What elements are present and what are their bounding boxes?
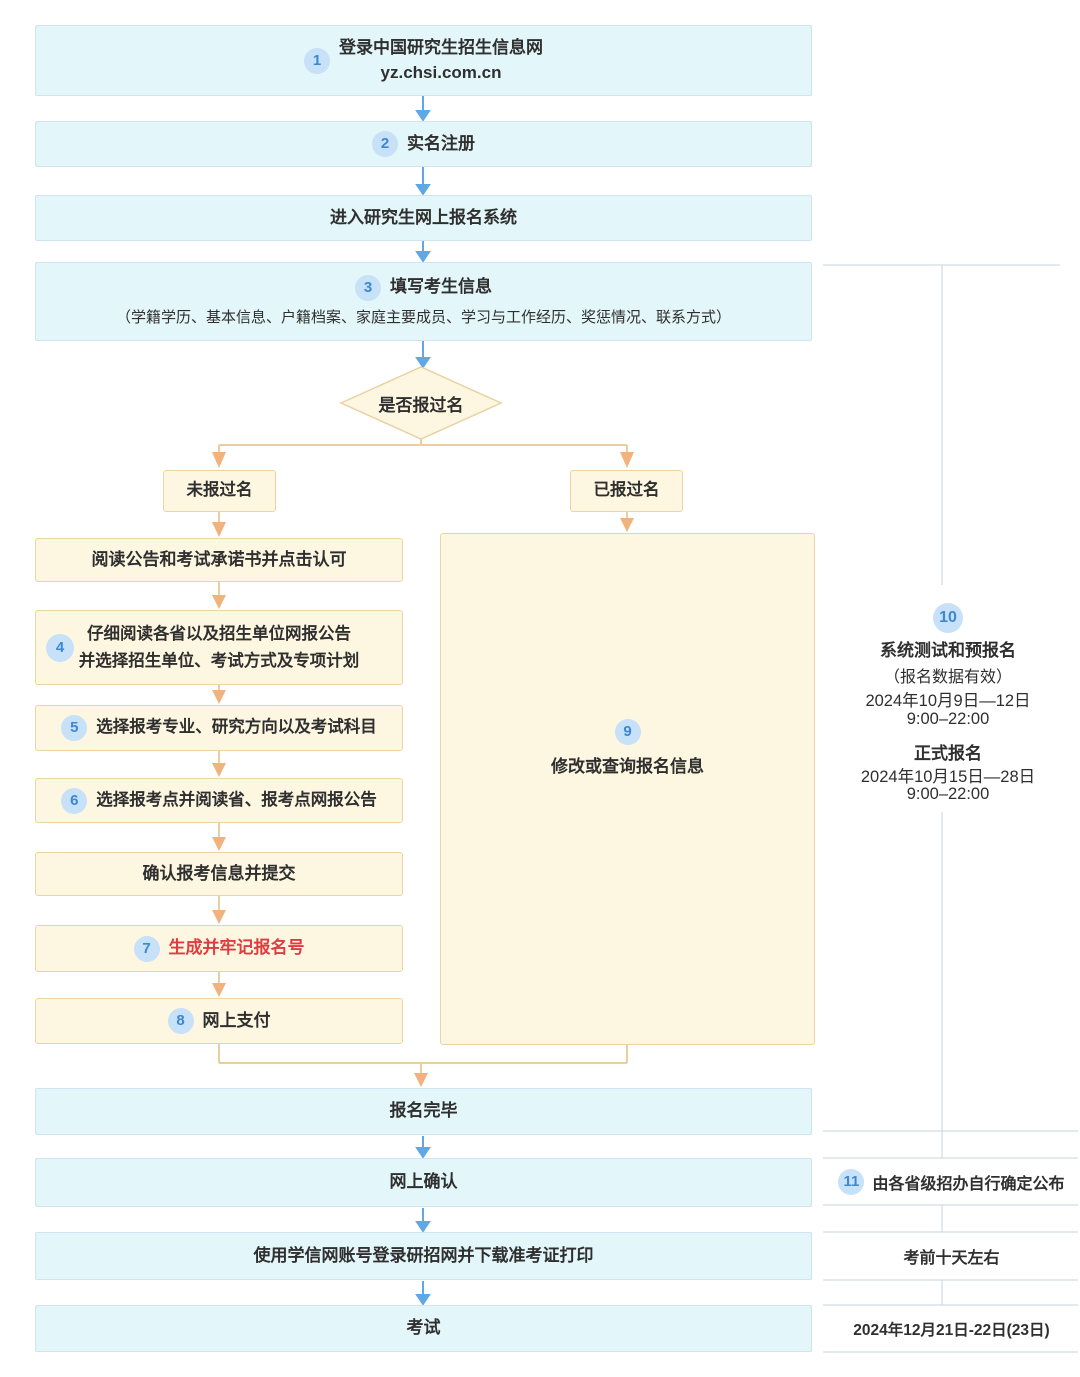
step4-line1: 仔细阅读各省以及招生单位网报公告 (87, 625, 351, 644)
step5-label: 选择报考专业、研究方向以及考试科目 (96, 718, 377, 737)
step8-number-badge: 8 (167, 1008, 194, 1034)
enter-system-label: 进入研究生网上报名系统 (330, 207, 517, 227)
step-download-ticket-label: 使用学信网账号登录研招网并下载准考证打印 (253, 1245, 594, 1265)
branch-registered-box: 已报过名 (570, 470, 683, 512)
step3-fill-info-box: 3 填写考生信息 （学籍学历、基本信息、户籍档案、家庭主要成员、学习与工作经历、… (35, 262, 812, 341)
step9-modify-query-box: 9 修改或查询报名信息 (440, 533, 815, 1045)
decision-diamond: 是否报过名 (341, 367, 501, 439)
step4-read-announcements-box: 4 仔细阅读各省以及招生单位网报公告 并选择招生单位、考试方式及专项计划 (35, 610, 403, 685)
sidebar-official-title: 正式报名 (914, 744, 982, 763)
step2-number-badge: 2 (372, 131, 398, 157)
step6-label: 选择报考点并阅读省、报考点网报公告 (96, 790, 377, 809)
sidebar-step11: 11 由各省级招办自行确定公布 (823, 1158, 1080, 1205)
step9-label: 修改或查询报名信息 (551, 756, 704, 776)
sidebar-test-title: 系统测试和预报名 (880, 641, 1016, 660)
step7-label: 生成并牢记报名号 (168, 938, 305, 958)
step-done-box: 报名完毕 (35, 1088, 812, 1135)
step8-pay-online-box: 8 网上支付 (35, 998, 403, 1044)
step-read-notice-box: 阅读公告和考试承诺书并点击认可 (35, 538, 403, 582)
step3-label: 填写考生信息 (390, 277, 492, 297)
step-enter-system-box: 进入研究生网上报名系统 (35, 195, 812, 241)
sidebar-test-date: 2024年10月9日—12日 (865, 692, 1031, 710)
step-online-confirm-box: 网上确认 (35, 1158, 812, 1207)
sidebar-test-time: 9:00–22:00 (906, 710, 990, 728)
step8-label: 网上支付 (202, 1010, 271, 1030)
step-confirm-submit-label: 确认报考信息并提交 (142, 863, 296, 883)
step-online-confirm-label: 网上确认 (389, 1172, 458, 1192)
step4-number-badge: 4 (46, 633, 74, 662)
step1-url: yz.chsi.com.cn (380, 62, 502, 82)
sidebar-exam-dates: 2024年12月21日-22日(23日) (853, 1321, 1050, 1339)
decision-label: 是否报过名 (378, 395, 464, 415)
branch-not-registered-label: 未报过名 (186, 481, 253, 500)
step1-line1: 登录中国研究生招生信息网 (339, 37, 543, 57)
step10-number-badge: 10 (933, 603, 963, 633)
branch-registered-label: 已报过名 (593, 481, 660, 500)
step5-number-badge: 5 (61, 715, 88, 741)
step4-line2: 并选择招生单位、考试方式及专项计划 (78, 651, 360, 670)
step-download-ticket-box: 使用学信网账号登录研招网并下载准考证打印 (35, 1232, 812, 1280)
step7-remember-number-box: 7 生成并牢记报名号 (35, 925, 403, 972)
step2-label: 实名注册 (407, 133, 475, 153)
sidebar-official-time: 9:00–22:00 (906, 785, 990, 803)
step9-number-badge: 9 (614, 718, 641, 745)
step2-register-box: 2 实名注册 (35, 121, 812, 167)
step-exam-box: 考试 (35, 1305, 812, 1352)
branch-not-registered-box: 未报过名 (163, 470, 276, 512)
step-confirm-submit-box: 确认报考信息并提交 (35, 852, 403, 896)
step1-login-box: 1 登录中国研究生招生信息网 yz.chsi.com.cn (35, 25, 812, 96)
step5-choose-major-box: 5 选择报考专业、研究方向以及考试科目 (35, 705, 403, 751)
step-done-label: 报名完毕 (389, 1101, 458, 1121)
step-read-notice-label: 阅读公告和考试承诺书并点击认可 (91, 549, 347, 569)
step6-number-badge: 6 (61, 787, 88, 814)
sidebar-ten-days-note: 考前十天左右 (903, 1250, 1000, 1267)
sidebar-test-note: （报名数据有效） (883, 669, 1012, 686)
step11-label: 由各省级招办自行确定公布 (872, 1175, 1065, 1193)
sidebar-step10: 10 (823, 603, 1073, 633)
step6-choose-site-box: 6 选择报考点并阅读省、报考点网报公告 (35, 778, 403, 823)
step3-detail: （学籍学历、基本信息、户籍档案、家庭主要成员、学习与工作经历、奖惩情况、联系方式… (115, 308, 731, 326)
step-exam-label: 考试 (406, 1318, 441, 1338)
step1-number-badge: 1 (304, 47, 330, 74)
step7-number-badge: 7 (133, 935, 160, 962)
step11-number-badge: 11 (838, 1168, 865, 1195)
step3-number-badge: 3 (355, 274, 381, 301)
sidebar-official-date: 2024年10月15日—28日 (860, 768, 1036, 786)
